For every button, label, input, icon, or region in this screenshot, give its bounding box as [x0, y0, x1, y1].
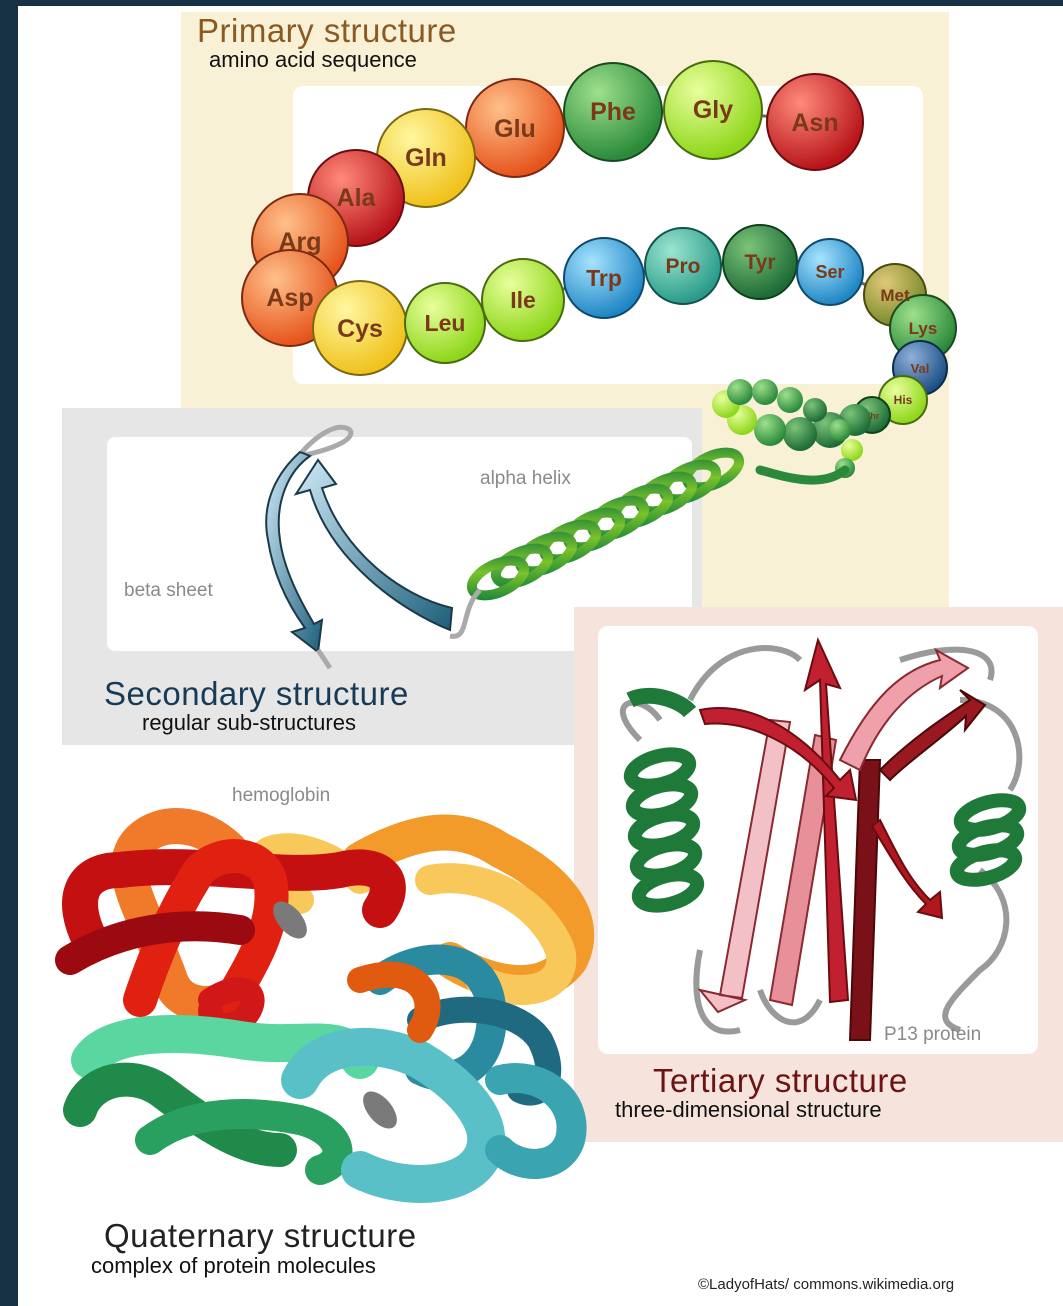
secondary-title: Secondary structure: [104, 675, 409, 713]
quaternary-subtitle: complex of protein molecules: [91, 1253, 376, 1279]
amino-acid-label: Ile: [510, 287, 536, 313]
amino-acid-label: Met: [880, 286, 910, 305]
amino-acid-label: Lys: [909, 319, 938, 338]
amino-acid-label: Cys: [337, 315, 383, 343]
p13-protein-label: P13 protein: [884, 1024, 981, 1046]
tertiary-subtitle: three-dimensional structure: [615, 1097, 882, 1123]
secondary-subtitle: regular sub-structures: [142, 710, 356, 736]
amino-acid-label: Asn: [791, 109, 838, 137]
amino-acid-label: Leu: [425, 310, 466, 336]
tertiary-title: Tertiary structure: [653, 1062, 908, 1100]
amino-acid-label: Pro: [665, 255, 700, 278]
hemoglobin-label: hemoglobin: [232, 785, 330, 807]
alpha-helix-label: alpha helix: [480, 468, 571, 490]
amino-acid-label: Ala: [337, 184, 377, 212]
amino-acid-label: Val: [911, 361, 930, 376]
amino-acid-label: Gln: [405, 144, 447, 172]
amino-acid-chain: Asn Gly Phe Glu Gln Ala Arg Asp Cys Leu …: [242, 61, 956, 433]
amino-acid-label: Asp: [266, 284, 313, 312]
beta-sheet-label: beta sheet: [124, 580, 213, 602]
amino-acid-label: Gly: [693, 96, 733, 124]
quaternary-hemoglobin-ribbon: [70, 826, 576, 1184]
amino-acid-label: Arg: [278, 228, 321, 256]
primary-subtitle: amino acid sequence: [209, 47, 417, 73]
primary-title: Primary structure: [197, 12, 457, 50]
amino-acid-label: Phe: [590, 98, 636, 126]
image-credit: ©LadyofHats/ commons.wikimedia.org: [698, 1276, 954, 1293]
amino-acid-label: His: [894, 393, 913, 407]
quaternary-title: Quaternary structure: [104, 1217, 417, 1255]
beta-sheet: [266, 427, 452, 668]
tertiary-protein-ribbon: [623, 640, 1022, 1040]
amino-acid-label: Trp: [586, 265, 622, 291]
amino-acid-label: Tyr: [744, 251, 775, 274]
amino-acid-label: Ser: [815, 262, 844, 282]
amino-acid-label: Glu: [494, 115, 536, 143]
